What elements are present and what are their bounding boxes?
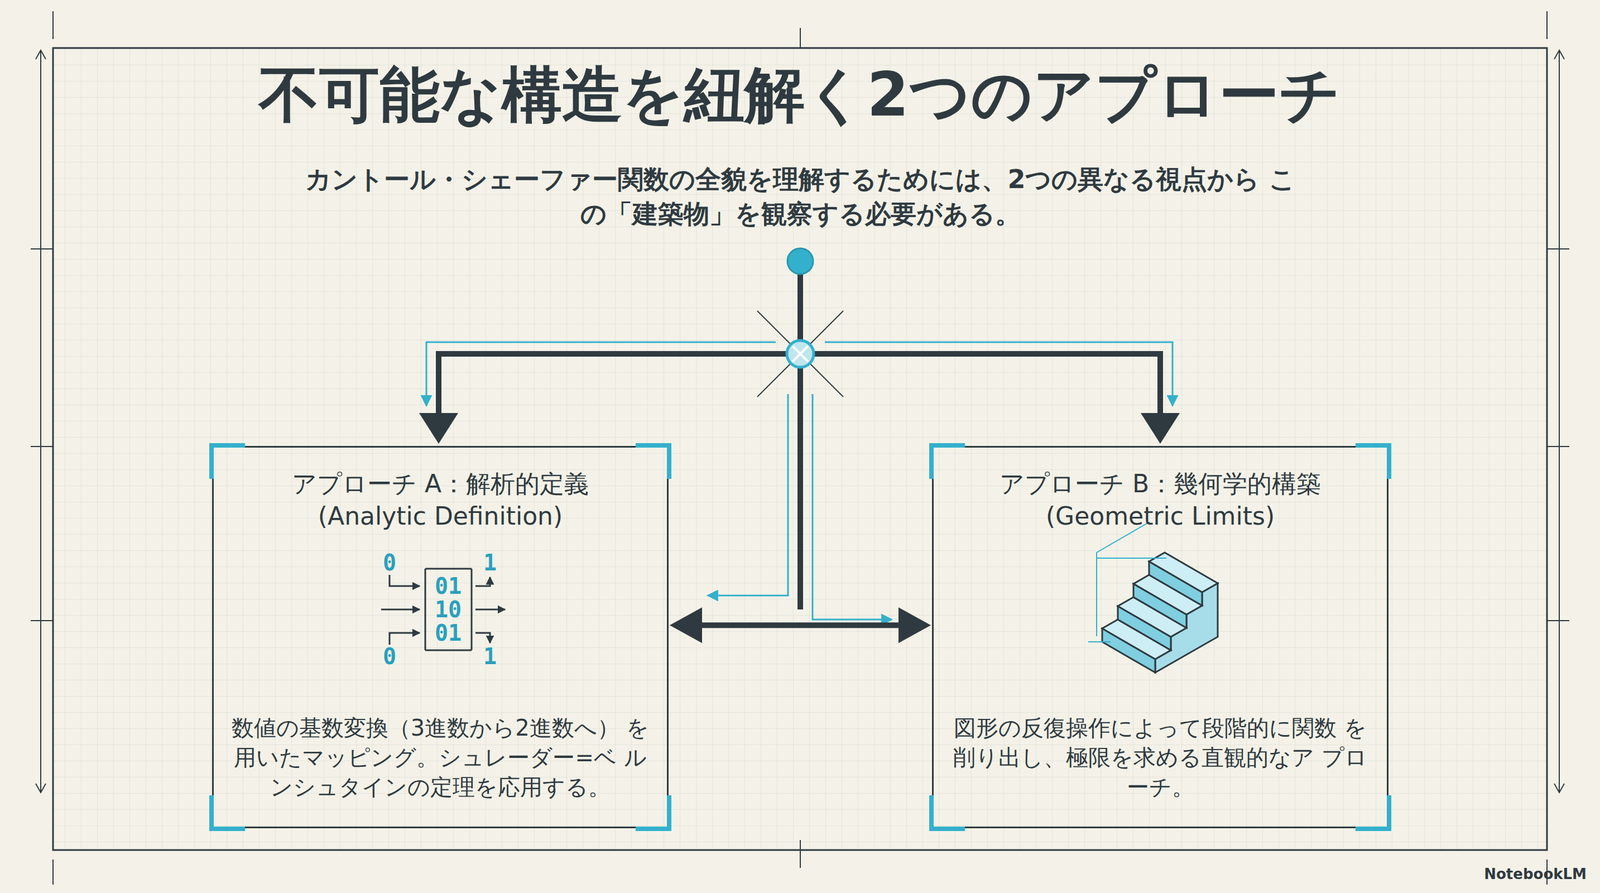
corner-bracket: [635, 795, 672, 831]
binary-digit: 1: [483, 551, 497, 574]
box-subheading: (Analytic Definition): [318, 500, 563, 533]
box-body: 数値の基数変換（3進数から2進数へ） を用いたマッピング。シュレーダー=ベ ルン…: [225, 713, 656, 802]
branch-tree: [419, 248, 1180, 620]
corner-bracket: [635, 443, 672, 479]
corner-bracket: [929, 795, 965, 831]
guide-lines: [1088, 521, 1167, 642]
grid-area: [53, 47, 1547, 850]
corner-bracket: [209, 443, 245, 479]
binary-digit: 1: [483, 645, 497, 668]
connector-line: [697, 622, 903, 628]
connector: [697, 625, 903, 626]
watermark: NotebookLM: [1483, 865, 1587, 883]
dimension-marks: [30, 11, 1570, 885]
title: 不可能な構造を紐解く2つのアプローチ: [0, 55, 1600, 134]
corner-bracket: [209, 795, 245, 831]
binary-digit: 10: [434, 598, 462, 621]
corner-bracket: [1355, 443, 1392, 479]
approach-box: アプローチ A：解析的定義(Analytic Definition) 数値の基数変…: [212, 445, 669, 829]
approach-box: アプローチ B：幾何学的構築(Geometric Limits) 図形の反復操作に…: [931, 445, 1389, 829]
stairs-icon: [1088, 521, 1218, 673]
box-subheading: (Geometric Limits): [1045, 500, 1275, 533]
frame: [53, 47, 1547, 850]
box-heading: アプローチ A：解析的定義: [291, 467, 589, 501]
box-heading: アプローチ B：幾何学的構築: [999, 467, 1321, 501]
binary-digit: 0: [382, 645, 397, 668]
corner-bracket: [929, 443, 965, 479]
corner-bracket: [1355, 795, 1392, 831]
binary-digit: 01: [434, 574, 462, 598]
arrowhead: [669, 607, 703, 643]
box-body: 図形の反復操作によって段階的に関数 を削り出し、極限を求める直観的なア プローチ…: [945, 713, 1376, 802]
subtitle: カントール・シェーファー関数の全貌を理解するためには、2つの異なる視点から この…: [292, 161, 1309, 232]
binary-icon: [381, 568, 506, 651]
binary-digit: 0: [382, 551, 397, 574]
arrowhead: [898, 607, 931, 643]
binary-digit: 01: [434, 621, 462, 645]
